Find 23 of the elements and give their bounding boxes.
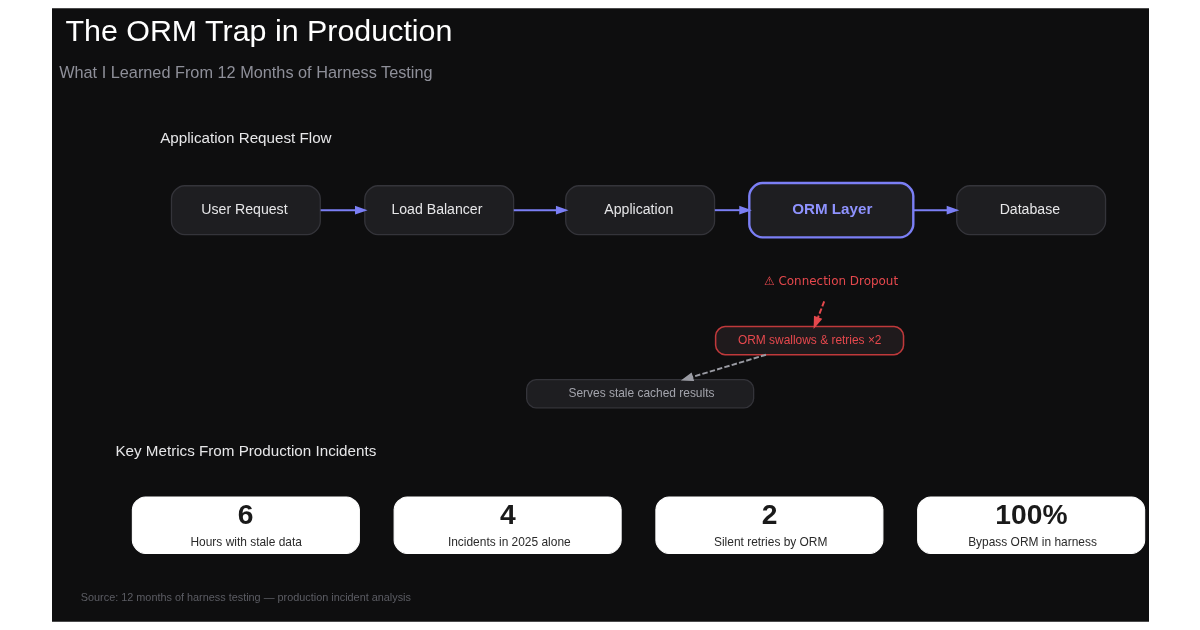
node-box: 2 Silent retries by ORM (654, 496, 883, 554)
node-box: Load Balancer (363, 185, 514, 236)
caption: Source: 12 months of harness testing — production incident analysis (80, 590, 411, 603)
node-box: 100% Bypass ORM in harness (916, 496, 1145, 554)
arrow (512, 205, 569, 215)
arrow (319, 205, 368, 215)
node-box: Database (955, 185, 1106, 236)
label: What I Learned From 12 Months of Harness Testing (58, 63, 433, 82)
node-box: ORM Layer (747, 181, 914, 239)
diagram-title: The ORM Trap in Production (64, 13, 452, 48)
node-text: ⚠ Connection Dropout (763, 273, 898, 288)
arrow (912, 205, 959, 215)
node-box: Serves stale cached results (525, 379, 754, 409)
label: Key Metrics From Production Incidents (114, 442, 376, 460)
arrow (680, 353, 767, 381)
arrow (713, 205, 752, 215)
node-box: 4 Incidents in 2025 alone (393, 496, 622, 554)
node-box: Application (564, 185, 715, 236)
node-box: 6 Hours with stale data (131, 496, 360, 554)
node-box: User Request (170, 185, 321, 236)
label: Application Request Flow (159, 128, 332, 146)
arrow (813, 300, 825, 330)
node-box: ORM swallows & retries ×2 (714, 325, 904, 356)
